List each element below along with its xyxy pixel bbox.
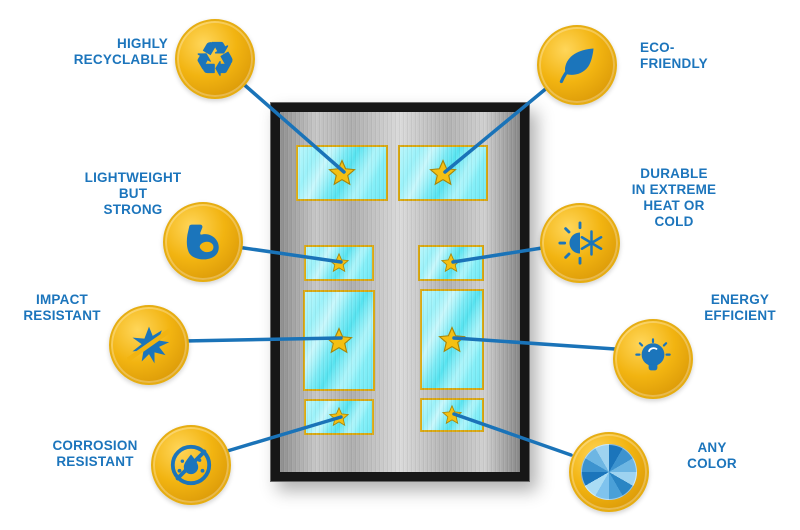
lightbulb-icon <box>635 338 671 371</box>
star-icon <box>440 252 462 273</box>
glass-panel-bottom-right <box>420 398 484 432</box>
brushed-metal-surface <box>280 112 520 472</box>
star-icon <box>438 325 466 352</box>
star-icon <box>328 406 350 427</box>
glass-panel-bottom-left <box>304 399 374 435</box>
glass-panel-mid-right <box>418 245 484 281</box>
eco-friendly-badge <box>537 25 617 105</box>
feature-label-impact-resistant: IMPACT RESISTANT <box>23 292 101 323</box>
feature-label-any-color: ANY COLOR <box>687 440 737 471</box>
star-icon <box>429 159 457 186</box>
water-splash-icon <box>170 444 212 486</box>
glass-panel-tall-right <box>420 289 484 390</box>
glass-panel-tall-left <box>303 290 375 391</box>
heat-cold-badge <box>540 203 620 283</box>
any-color-badge <box>569 432 649 512</box>
sun-snowflake-icon <box>558 221 603 265</box>
feature-label-eco-friendly: ECO- FRIENDLY <box>640 40 708 71</box>
star-icon <box>328 159 356 186</box>
strength-badge <box>163 202 243 282</box>
glass-panel-mid-left <box>304 245 374 281</box>
impact-badge <box>109 305 189 385</box>
muscle-icon <box>186 224 219 260</box>
leaf-icon <box>559 48 594 84</box>
star-icon <box>441 404 463 425</box>
impact-burst-icon <box>127 326 171 364</box>
star-icon <box>325 326 353 353</box>
energy-badge <box>613 319 693 399</box>
glass-panel-top-left <box>296 145 388 201</box>
feature-label-lightweight-strong: LIGHTWEIGHT BUT STRONG <box>84 170 182 217</box>
color-wheel-icon <box>581 444 637 500</box>
feature-label-durable-extreme: DURABLE IN EXTREME HEAT OR COLD <box>631 166 717 229</box>
feature-label-corrosion-resistant: CORROSION RESISTANT <box>52 438 138 469</box>
star-icon <box>328 252 350 273</box>
feature-label-highly-recyclable: HIGHLY RECYCLABLE <box>73 36 168 67</box>
metal-door-graphic <box>270 102 530 482</box>
recycle-icon: ♻ <box>194 33 236 85</box>
feature-label-energy-efficient: ENERGY EFFICIENT <box>704 292 776 323</box>
recycle-badge: ♻ <box>175 19 255 99</box>
glass-panel-top-right <box>398 145 488 201</box>
corrosion-badge <box>151 425 231 505</box>
